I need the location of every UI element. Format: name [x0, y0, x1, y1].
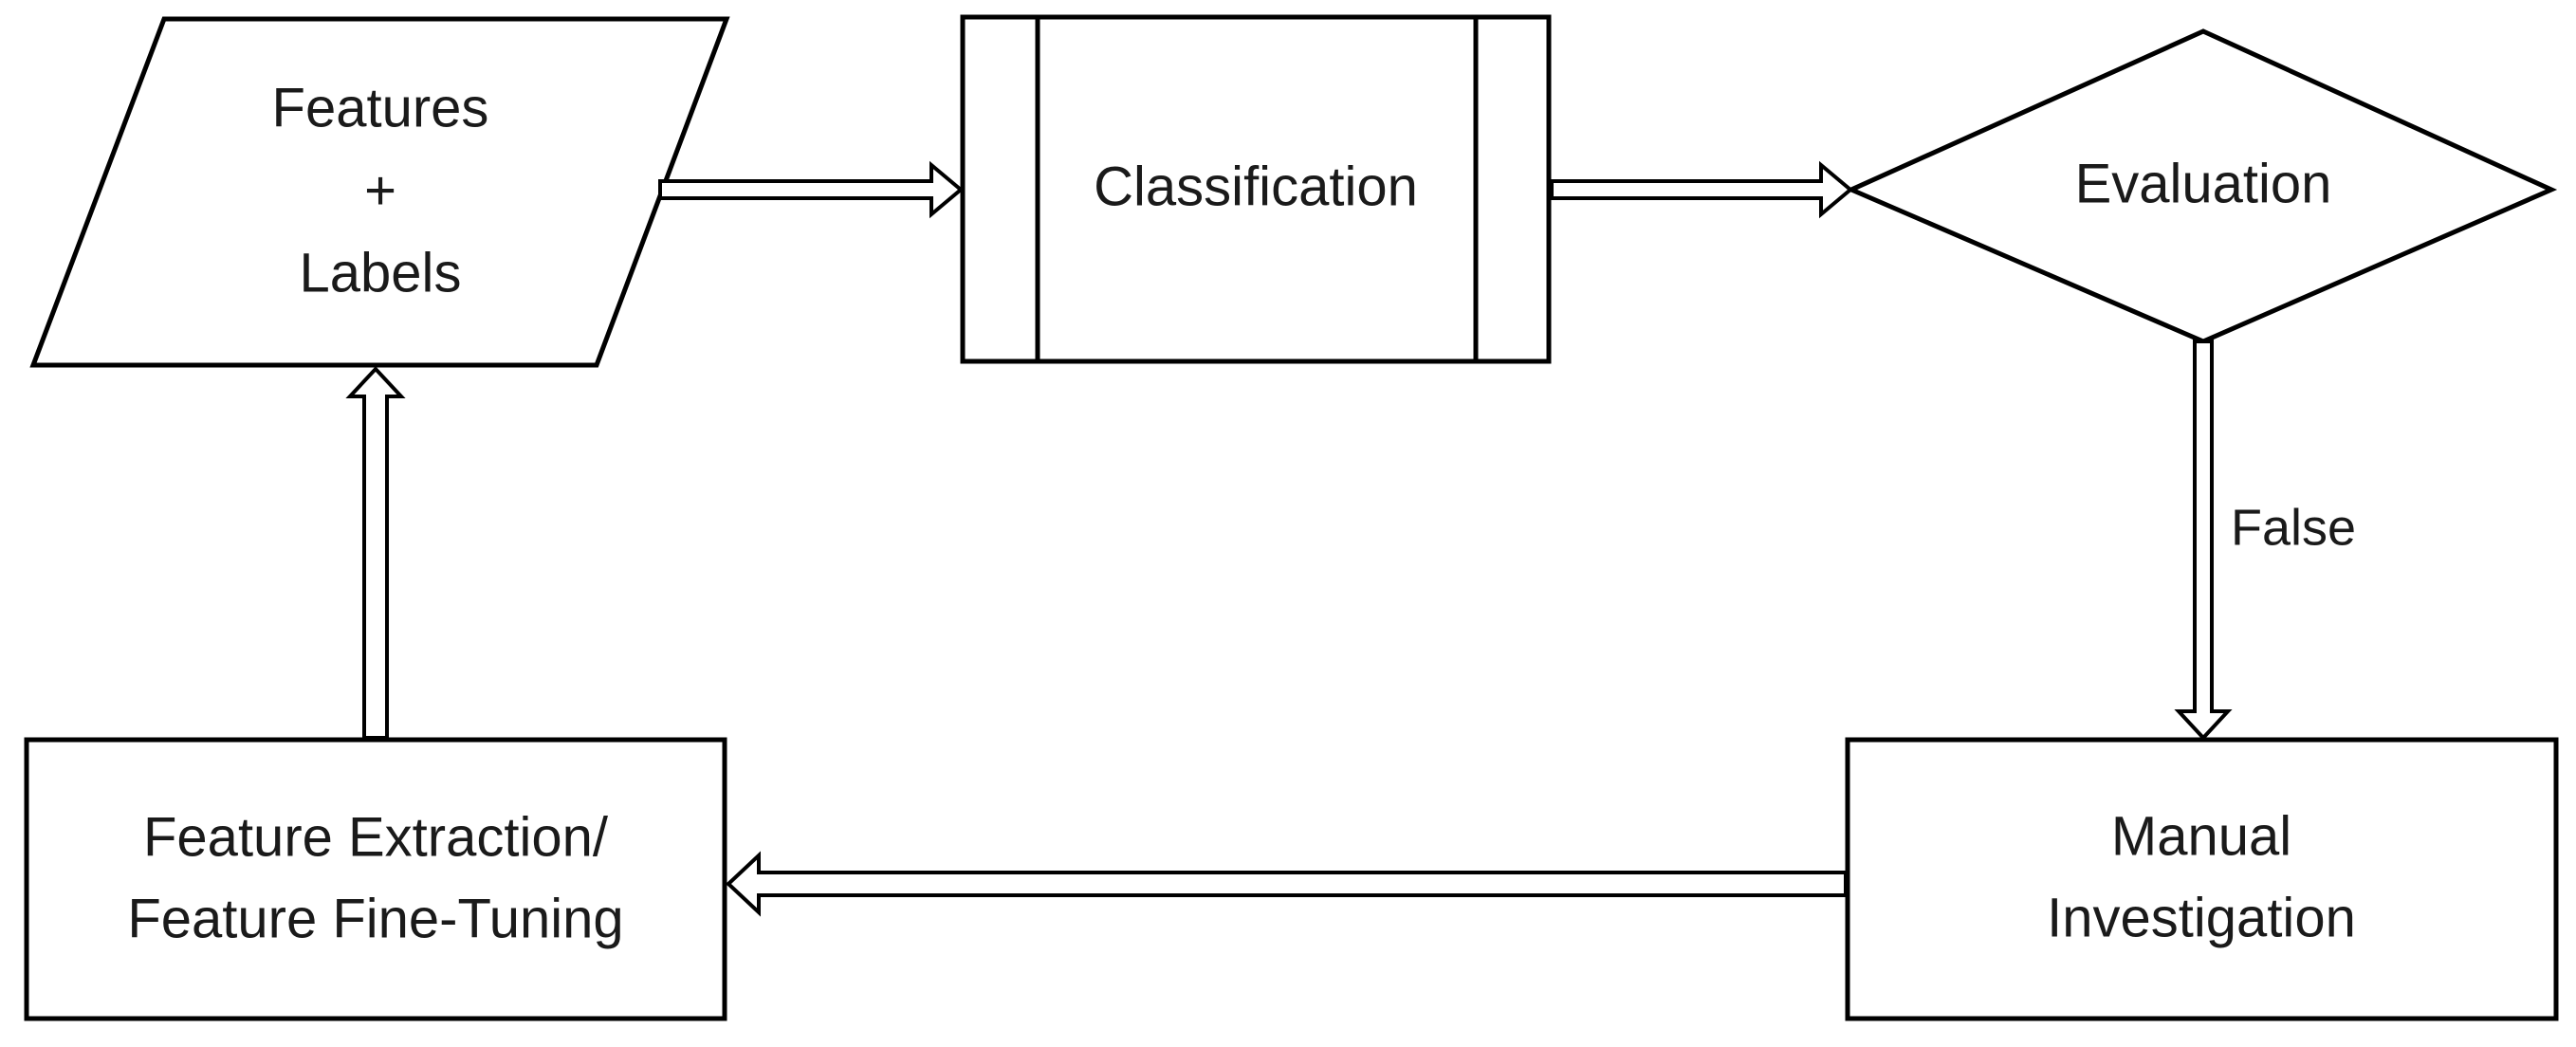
evaluation-line-1: Evaluation: [2075, 153, 2332, 214]
feature-extraction-shape: [24, 737, 727, 1021]
classification-line-1: Classification: [1094, 156, 1418, 217]
node-evaluation: Evaluation: [1845, 28, 2558, 344]
arrow-manual-to-feature-extraction: [726, 851, 1848, 917]
node-classification: Classification: [960, 14, 1552, 364]
arrow-feature-extraction-to-features: [345, 366, 406, 740]
node-manual-investigation: Manual Investigation: [1845, 737, 2559, 1021]
features-labels-shape: [29, 16, 730, 368]
arrow-classification-to-evaluation: [1550, 160, 1854, 219]
feature-extraction-line-2: Feature Fine-Tuning: [127, 888, 623, 949]
features-labels-line-3: Labels: [300, 242, 462, 303]
arrow-evaluation-to-manual: [2174, 340, 2233, 741]
feature-extraction-line-1: Feature Extraction/: [143, 806, 609, 868]
manual-investigation-line-2: Investigation: [2047, 887, 2356, 948]
features-labels-line-1: Features: [272, 77, 489, 138]
features-labels-line-2: +: [364, 159, 396, 221]
edge-label-false: False: [2231, 499, 2356, 556]
manual-investigation-line-1: Manual: [2111, 805, 2291, 867]
classification-shape: [960, 14, 1552, 364]
node-features-labels: Features + Labels: [29, 16, 730, 368]
arrow-features-to-classification: [658, 160, 965, 219]
manual-investigation-shape: [1845, 737, 2559, 1021]
node-feature-extraction: Feature Extraction/ Feature Fine-Tuning: [24, 737, 727, 1021]
